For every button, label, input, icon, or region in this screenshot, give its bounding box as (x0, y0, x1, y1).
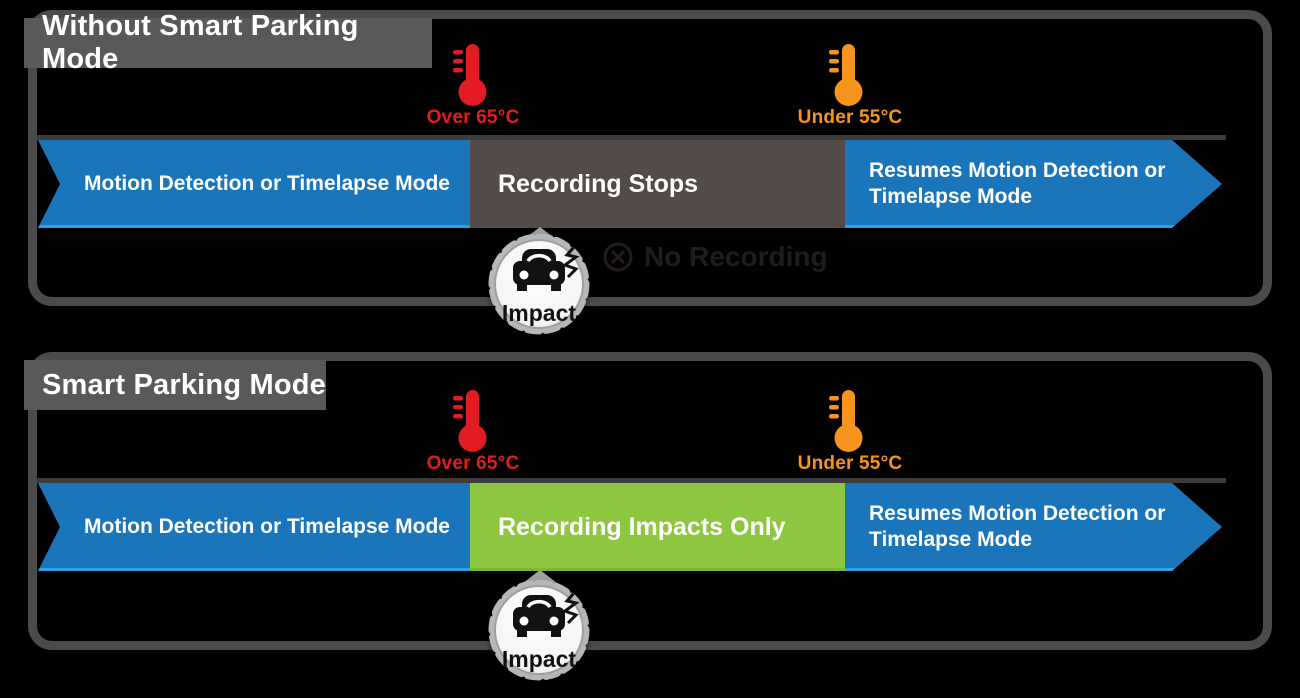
panel-title-text: Without Smart Parking Mode (42, 10, 359, 75)
panel-title-without-smart-parking: Without Smart Parking Mode (24, 10, 432, 75)
panel-without-smart-parking (28, 10, 1272, 306)
thermometer-hot-icon (440, 42, 502, 108)
impact-badge-label: Impact (502, 646, 576, 672)
panel-title-text: Smart Parking Mode (42, 368, 326, 401)
badge-scalloped-ring (488, 579, 590, 681)
flow-step-label: Motion Detection or Timelapse Mode (84, 172, 450, 195)
over-temp-label: Over 65°C (426, 453, 520, 474)
flow-step-recording-impacts-only: Recording Impacts Only (470, 483, 845, 571)
flow-bar-shadow (36, 478, 1226, 483)
flow-step-normal-mode: Motion Detection or Timelapse Mode (38, 483, 470, 571)
under-temp-label: Under 55°C (797, 107, 903, 128)
no-recording-note: No Recording (602, 241, 828, 273)
thermometer-cool-icon (816, 42, 878, 108)
panel-smart-parking (28, 352, 1272, 650)
panel-title-smart-parking: Smart Parking Mode (24, 360, 326, 410)
impact-badge: Impact (486, 231, 592, 337)
flow-step-label: Recording Stops (498, 169, 699, 198)
flow-step-normal-mode: Motion Detection or Timelapse Mode (38, 140, 470, 228)
flow-bar-shadow (36, 135, 1226, 140)
thermometer-cool-icon (816, 388, 878, 454)
flow-step-label: Resumes Motion Detection or Timelapse Mo… (869, 159, 1166, 208)
impact-badge-label: Impact (502, 300, 576, 326)
flow-step-label: Resumes Motion Detection or Timelapse Mo… (869, 502, 1166, 551)
badge-scalloped-ring (488, 233, 590, 335)
flow-step-label: Recording Impacts Only (498, 512, 786, 541)
impact-badge: Impact (486, 577, 592, 683)
under-temp-label: Under 55°C (797, 453, 903, 474)
flow-step-resume-mode: Resumes Motion Detection or Timelapse Mo… (845, 140, 1222, 228)
car-impact-icon (513, 246, 580, 291)
thermometer-hot-icon (440, 388, 502, 454)
no-recording-x-icon (603, 242, 633, 272)
flow-step-resume-mode: Resumes Motion Detection or Timelapse Mo… (845, 483, 1222, 571)
flow-step-recording-stops: Recording Stops (470, 140, 845, 228)
over-temp-label: Over 65°C (426, 107, 520, 128)
car-impact-icon (513, 592, 580, 637)
no-recording-text: No Recording (644, 241, 828, 272)
flow-step-label: Motion Detection or Timelapse Mode (84, 515, 450, 538)
